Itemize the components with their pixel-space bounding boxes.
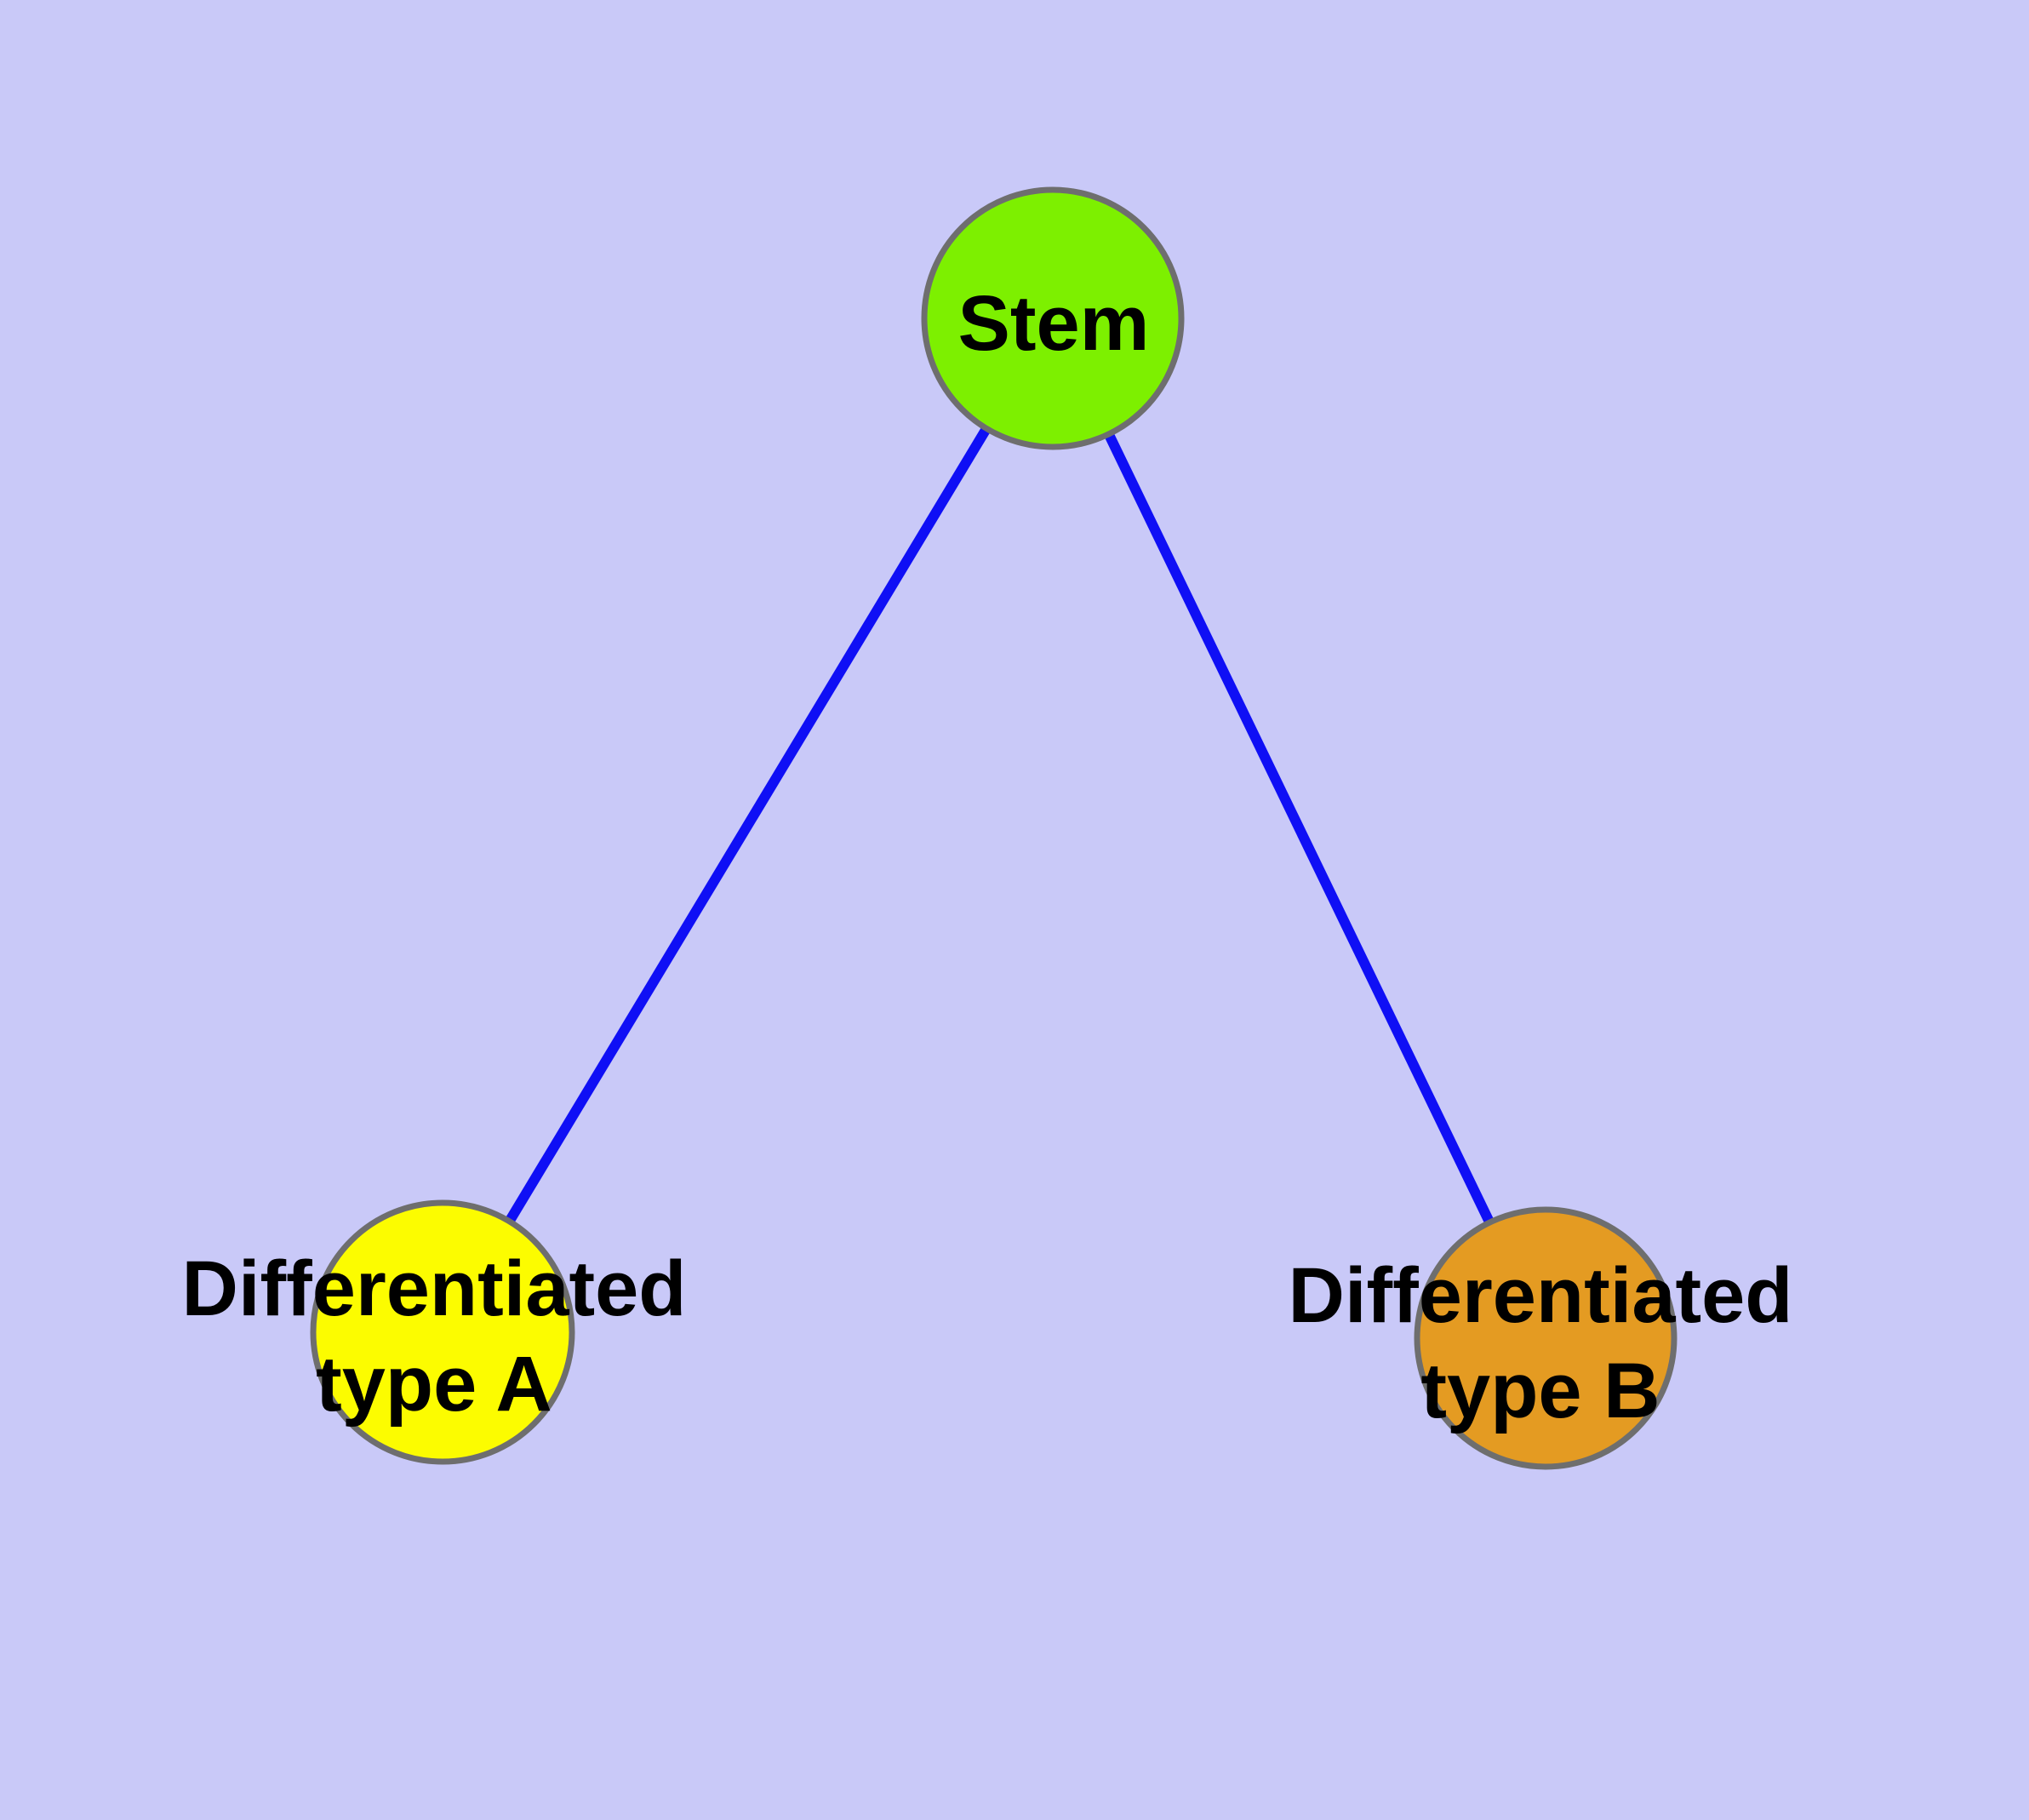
node-stem-label: Stem xyxy=(958,280,1150,367)
node-type-a-circle xyxy=(310,1199,575,1465)
node-type-b-circle xyxy=(1414,1206,1677,1470)
edge-stem-to-type-b-line xyxy=(1048,316,1551,1341)
node-type-b-label-line-1: Differentiated xyxy=(1289,1252,1793,1339)
node-type-a-label-line-1: Differentiated xyxy=(182,1245,687,1332)
node-type-b-label-line-2: type B xyxy=(1420,1348,1660,1434)
node-type-a-label-line-2: type A xyxy=(316,1341,552,1428)
edge-stem-to-type-a-line xyxy=(437,315,1058,1336)
node-stem-circle xyxy=(921,186,1185,450)
